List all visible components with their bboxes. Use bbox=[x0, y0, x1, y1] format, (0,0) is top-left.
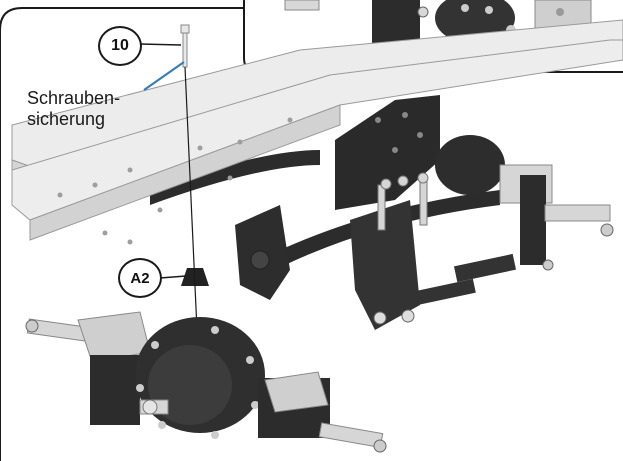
diagram-frame bbox=[0, 7, 244, 461]
front-axle bbox=[25, 311, 387, 453]
inset-shaft bbox=[284, 0, 320, 11]
thread-lock-leader bbox=[143, 61, 185, 91]
thread-lock-note-line1: Schrauben- bbox=[27, 88, 121, 108]
callout-10-leader bbox=[139, 43, 182, 46]
thread-lock-note-line2: sicherung bbox=[27, 109, 106, 129]
callout-a2: A2 bbox=[118, 258, 162, 298]
thread-lock-note: Schrauben- sicherung bbox=[27, 88, 120, 130]
front-hanger-bracket bbox=[235, 205, 290, 300]
chassis-rail-front bbox=[11, 39, 623, 245]
rear-axle bbox=[414, 135, 614, 306]
u-bolts bbox=[377, 172, 429, 231]
bolt-part bbox=[180, 24, 190, 68]
assembly-guide-line bbox=[184, 66, 198, 331]
callout-a2-leader bbox=[159, 275, 187, 279]
callout-10: 10 bbox=[98, 26, 142, 66]
suspension-bracket bbox=[335, 95, 440, 330]
